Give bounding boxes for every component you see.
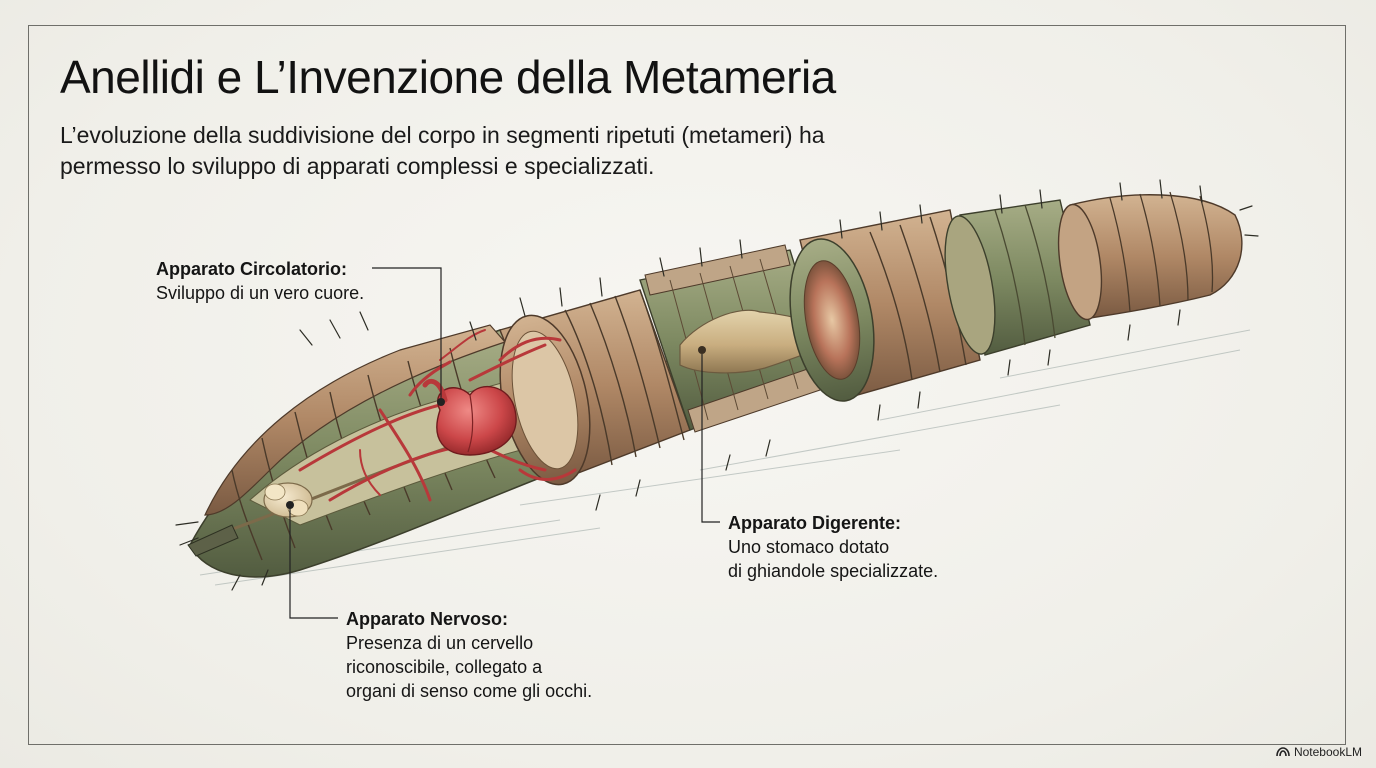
slide-frame [28, 25, 1346, 745]
ground-shadow [199, 329, 1251, 586]
label-nervous-line-1: Presenza di un cervello [346, 633, 534, 653]
slide-subtitle: L’evoluzione della suddivisione del corp… [60, 120, 960, 182]
posterior-segment-1 [944, 199, 1091, 356]
label-digestive-system: Apparato Digerente: Uno stomaco dotato d… [728, 511, 938, 583]
label-nervous-line-2: riconoscibile, collegato a [346, 657, 543, 677]
digestive-leader-line [701, 354, 720, 523]
label-circulatory-heading: Apparato Circolatorio: [156, 259, 348, 279]
label-circulatory-system: Apparato Circolatorio: Sviluppo di un ve… [156, 257, 364, 305]
subtitle-line-2: permesso lo sviluppo di apparati comples… [60, 153, 655, 179]
brand-name: NotebookLM [1293, 745, 1362, 759]
label-nervous-system: Apparato Nervoso: Presenza di un cervell… [346, 607, 592, 703]
slide-title: Anellidi e L’Invenzione della Metameria [60, 51, 836, 103]
label-nervous-line-3: organi di senso come gli occhi. [346, 681, 593, 701]
notebooklm-logo-icon [1276, 747, 1290, 757]
label-digestive-line-1: Uno stomaco dotato [728, 537, 890, 557]
tail-segment [1057, 191, 1243, 321]
setae-bristles [175, 179, 1259, 591]
label-digestive-heading: Apparato Digerente: [728, 513, 902, 533]
notebooklm-brand: NotebookLM [1276, 745, 1362, 759]
heart [422, 378, 517, 456]
leader-lines [286, 267, 720, 619]
label-nervous-heading: Apparato Nervoso: [346, 609, 509, 629]
nervous-leader-line [289, 505, 338, 619]
label-circulatory-line-1: Sviluppo di un vero cuore. [156, 283, 365, 303]
subtitle-line-1: L’evoluzione della suddivisione del corp… [60, 122, 825, 148]
label-digestive-line-2: di ghiandole specializzate. [728, 561, 939, 581]
open-segment [789, 209, 981, 402]
circulatory-leader-line [372, 267, 442, 400]
digestive-pointer-dot [698, 346, 706, 354]
